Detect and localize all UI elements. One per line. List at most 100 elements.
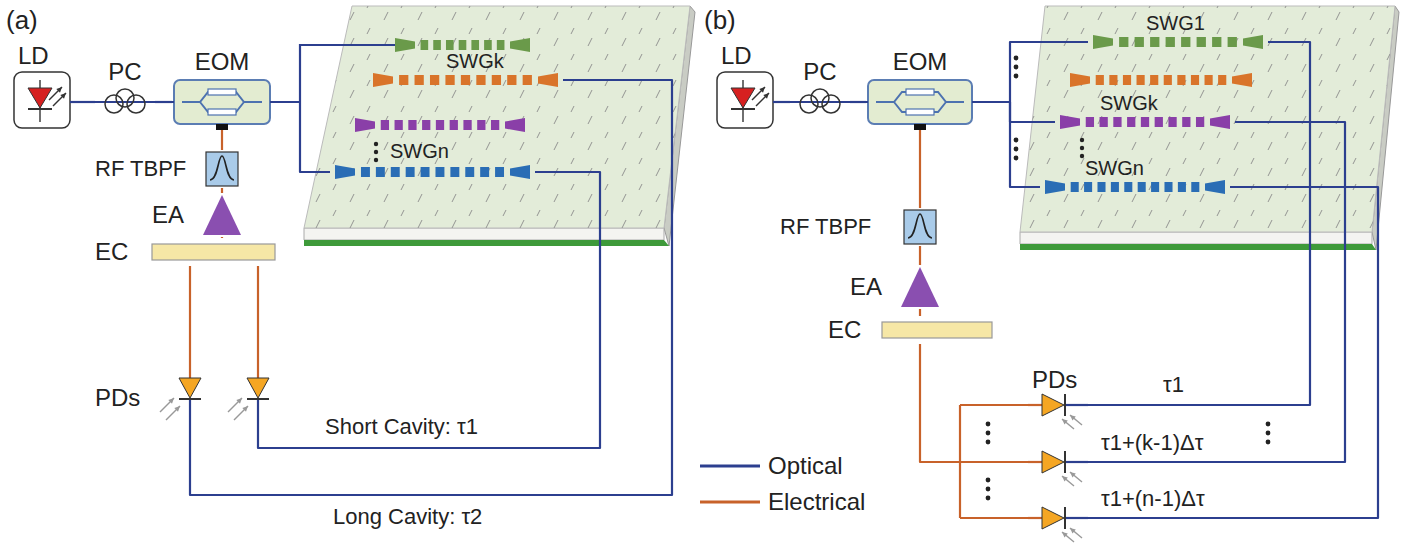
coupler-bar <box>882 322 992 338</box>
grating-tooth <box>1151 182 1159 192</box>
light-arrow <box>53 93 66 106</box>
grating-tooth <box>433 40 441 50</box>
grating-tooth <box>1155 117 1163 127</box>
grating-tooth <box>1228 37 1237 47</box>
grating-tooth <box>381 120 389 130</box>
grating: SWGn <box>1040 157 1230 199</box>
fiber-stub <box>172 101 174 103</box>
fiber-stub <box>1066 517 1088 519</box>
laser-diode: LD <box>12 42 74 134</box>
grating-taper <box>1093 35 1113 49</box>
grating-tooth <box>1123 75 1131 85</box>
fiber-stub <box>790 101 850 103</box>
arrow-head <box>1070 472 1076 477</box>
grating-tooth <box>497 40 505 50</box>
grating-taper <box>373 73 393 87</box>
legend-text: Optical <box>768 452 843 480</box>
edge-label: τ1 <box>1160 372 1187 397</box>
grating-tooth <box>1191 182 1199 192</box>
paddle <box>116 89 134 107</box>
grating-taper <box>1045 180 1065 194</box>
grating-tooth <box>445 75 454 85</box>
node-label: LD <box>18 42 49 70</box>
wire <box>189 362 191 378</box>
electrical-wire <box>189 266 191 362</box>
grating-tooth <box>1071 182 1079 192</box>
electrode <box>906 89 934 95</box>
paddle <box>822 95 840 113</box>
shape <box>1014 74 1019 79</box>
shape <box>374 142 378 146</box>
grating-tooth <box>465 167 474 177</box>
grating-taper <box>1070 73 1090 87</box>
light-arrow <box>1070 415 1082 425</box>
grating-tooth <box>1196 117 1204 127</box>
light-arrow <box>756 93 769 106</box>
grating-tooth <box>1164 75 1172 85</box>
light-arrow <box>1062 419 1074 429</box>
grating-tooth <box>1178 182 1186 192</box>
node-label: EOM <box>893 48 948 76</box>
electrical-wire <box>920 344 1028 462</box>
arrow-head <box>56 87 62 93</box>
grating-taper <box>395 38 415 52</box>
grating-taper <box>1210 115 1230 129</box>
edge-label: Long Cavity: τ2 <box>330 504 485 529</box>
legend-swatch <box>700 452 762 480</box>
grating-tooth <box>495 167 504 177</box>
grating-tooth <box>491 120 499 130</box>
grating-tooth <box>1150 37 1159 47</box>
grating-tooth <box>1113 117 1121 127</box>
grating-tooth <box>450 167 459 177</box>
node-label: PDs <box>95 384 140 412</box>
panel-label: (b) <box>704 6 736 36</box>
shape <box>257 266 259 362</box>
modulator-body <box>174 80 270 124</box>
shape <box>1014 147 1019 152</box>
grating-taper <box>1205 180 1225 194</box>
node-label: LD <box>721 42 752 70</box>
arrow-head <box>1062 476 1068 481</box>
arrow-head <box>763 93 769 99</box>
node-label: RF TBPF <box>780 214 871 239</box>
legend-line <box>700 465 760 468</box>
grating-tooth <box>422 120 430 130</box>
arrow-head <box>1062 532 1068 537</box>
shape <box>986 496 991 501</box>
modulator: EOM <box>866 48 974 130</box>
shape <box>986 431 991 436</box>
fiber-stub <box>1066 461 1088 463</box>
node-label: PC <box>803 58 836 86</box>
grating-tooth <box>463 120 471 130</box>
electrical-wire <box>919 130 921 208</box>
filter-curve <box>908 214 932 238</box>
grating-tooth <box>476 75 485 85</box>
grating-tooth <box>1197 37 1206 47</box>
modulator: EOM <box>172 48 272 130</box>
node-label: EA <box>850 273 882 301</box>
electrode <box>208 109 236 115</box>
grating-taper <box>355 118 375 132</box>
optical-fiber <box>850 101 866 103</box>
diode-symbol <box>28 88 52 108</box>
grating-taper <box>505 118 525 132</box>
shape <box>1266 440 1271 445</box>
grating-tooth <box>1109 75 1117 85</box>
node-label: EA <box>152 201 184 229</box>
arrow-head <box>1070 528 1076 533</box>
node-label: PDs <box>1032 366 1077 394</box>
arrow-head <box>242 406 248 412</box>
grating-tooth <box>430 75 439 85</box>
grating-tooth <box>459 40 467 50</box>
photodiode <box>1042 507 1064 529</box>
grating-tooth <box>1084 182 1092 192</box>
grating-tooth <box>1164 182 1172 192</box>
wire <box>1028 461 1042 463</box>
grating: SWG1 <box>1088 12 1268 54</box>
grating-taper <box>510 38 530 52</box>
grating-tooth <box>1166 37 1175 47</box>
fiber-stub <box>773 101 777 103</box>
amplifier-symbol <box>203 195 241 235</box>
grating-tooth <box>471 40 479 50</box>
